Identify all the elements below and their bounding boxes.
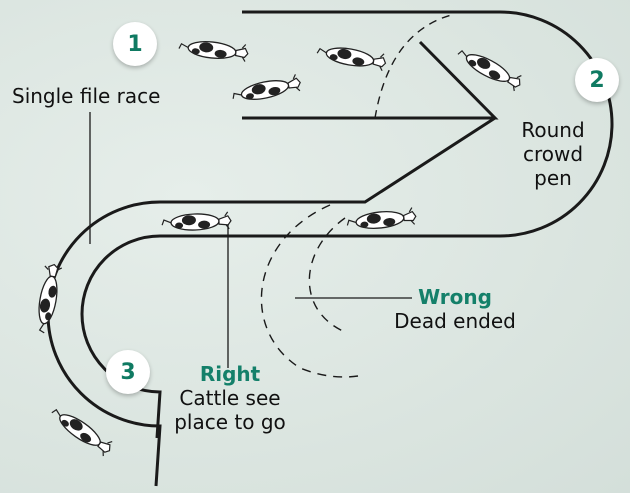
step-badge-3: 3	[106, 350, 150, 394]
crowd-pen-gate	[374, 13, 456, 119]
crowd-pen-line-2: crowd	[522, 142, 584, 166]
wrong-label: Wrong Dead ended	[380, 285, 530, 333]
wrong-desc: Dead ended	[394, 309, 516, 333]
crowd-pen-label: Round crowd pen	[503, 118, 603, 190]
race-label: Single file race	[12, 84, 161, 108]
crowd-pen-line-3: pen	[534, 166, 572, 190]
wrong-title: Wrong	[418, 285, 492, 309]
right-title: Right	[199, 362, 261, 386]
leader-lines	[89, 112, 412, 368]
step-badge-2: 2	[575, 58, 619, 102]
dead-end-curves	[260, 204, 359, 378]
step-badge-1: 1	[113, 22, 157, 66]
right-desc-line-1: Cattle see	[179, 386, 281, 410]
right-desc-line-2: place to go	[174, 410, 286, 434]
crowd-pen-line-1: Round	[521, 118, 585, 142]
right-label: Right Cattle see place to go	[155, 362, 305, 434]
